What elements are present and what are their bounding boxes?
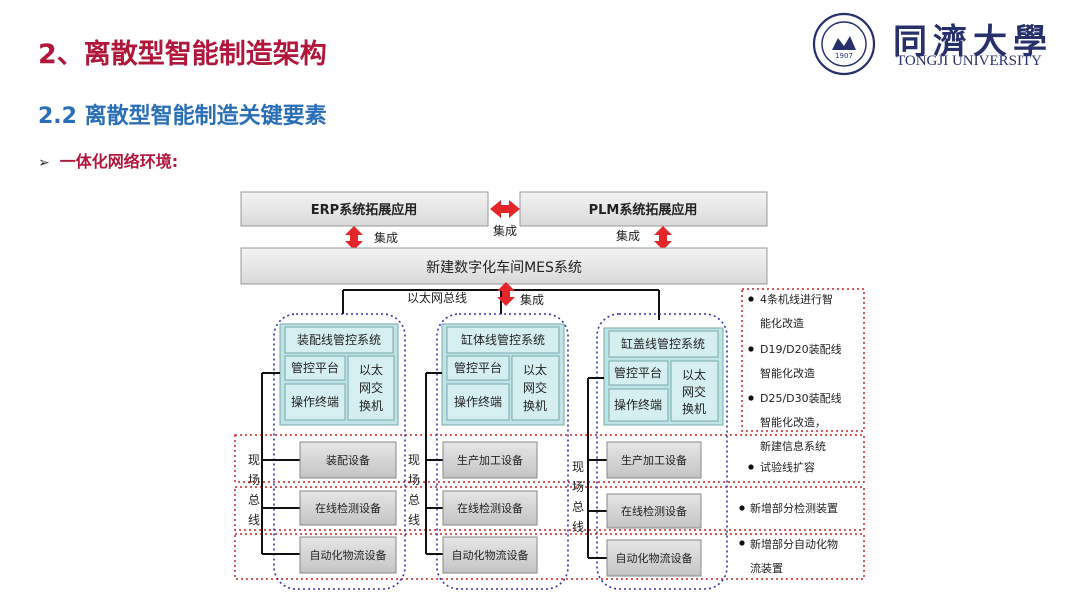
line-2-group: 缸体线管控系统 管控平台 操作终端 以太 网交 换机 现 场 总 线 生产加工设… (408, 313, 569, 590)
line-1-device-1: 装配设备 (326, 453, 370, 467)
integrate-right-label: 集成 (616, 228, 640, 243)
band-logistics (234, 533, 865, 580)
note-bottom: 新增部分自动化物 流装置 (739, 537, 838, 575)
mes-label: 新建数字化车间MES系统 (426, 259, 582, 276)
notes-top-frame (741, 288, 865, 432)
logo-name-en: TONGJI UNIVERSITY (896, 53, 1042, 69)
logo-name-cn: 同濟大學 (893, 22, 1053, 62)
bullet-point: ➢ 一体化网络环境: (38, 148, 178, 172)
university-seal-icon: 1907 (812, 12, 876, 76)
svg-text:线: 线 (248, 513, 260, 527)
svg-text:网交: 网交 (682, 384, 706, 399)
section-subtitle: 2.2 离散型智能制造关键要素 (38, 104, 327, 129)
svg-text:智能化改造，: 智能化改造， (760, 415, 826, 429)
svg-text:场: 场 (408, 473, 420, 487)
svg-text:换机: 换机 (523, 399, 547, 413)
integrate-bus-label: 集成 (520, 292, 544, 307)
line-3-platform: 管控平台 (614, 365, 662, 380)
ethernet-bus-label: 以太网总线 (407, 290, 467, 305)
svg-text:新增部分自动化物: 新增部分自动化物 (750, 537, 838, 551)
svg-text:现: 现 (248, 453, 260, 467)
svg-text:场: 场 (248, 473, 260, 487)
line-3-device-3: 自动化物流设备 (616, 551, 693, 565)
svg-text:流装置: 流装置 (750, 561, 783, 575)
double-arrow-vertical-icon (654, 226, 672, 250)
double-arrow-vertical-icon (497, 282, 515, 306)
double-arrow-horizontal-icon (490, 200, 520, 218)
svg-text:以太: 以太 (523, 362, 547, 377)
page-title: 2、离散型智能制造架构 (38, 39, 327, 70)
svg-text:新增部分检测装置: 新增部分检测装置 (750, 501, 838, 515)
line-1-device-3: 自动化物流设备 (310, 548, 387, 562)
mes-box (240, 247, 768, 285)
svg-text:现: 现 (408, 453, 420, 467)
svg-text:网交: 网交 (523, 380, 547, 395)
seal-year: 1907 (835, 52, 853, 60)
line-3-terminal: 操作终端 (614, 397, 662, 412)
line-2-terminal: 操作终端 (454, 394, 502, 409)
line-2-device-3: 自动化物流设备 (452, 548, 529, 562)
architecture-diagram: ERP系统拓展应用 PLM系统拓展应用 集成 集成 集成 新建数字化车间MES系… (234, 191, 865, 590)
line-1-platform: 管控平台 (291, 360, 339, 375)
svg-text:D25/D30装配线: D25/D30装配线 (760, 391, 842, 405)
svg-text:D19/D20装配线: D19/D20装配线 (760, 342, 842, 356)
svg-text:换机: 换机 (359, 399, 383, 413)
double-arrow-vertical-icon (345, 226, 363, 250)
integrate-mid-label: 集成 (493, 223, 517, 238)
svg-text:能化改造: 能化改造 (760, 316, 804, 330)
integrate-left-label: 集成 (374, 230, 398, 245)
erp-box (240, 191, 489, 227)
note-mid: 新增部分检测装置 (739, 501, 838, 515)
svg-text:以太: 以太 (682, 367, 706, 382)
line-1-title: 装配线管控系统 (297, 332, 381, 347)
svg-text:场: 场 (572, 480, 584, 494)
svg-text:总: 总 (572, 500, 584, 514)
band-inspection (234, 486, 865, 531)
svg-text:以太: 以太 (359, 362, 383, 377)
plm-box (519, 191, 768, 227)
line-3-device-2: 在线检测设备 (621, 504, 687, 518)
svg-text:总: 总 (248, 493, 260, 507)
chevron-right-icon: ➢ (38, 155, 50, 171)
svg-text:线: 线 (408, 513, 420, 527)
svg-text:智能化改造: 智能化改造 (760, 366, 815, 380)
svg-text:线: 线 (572, 520, 584, 534)
svg-text:网交: 网交 (359, 380, 383, 395)
svg-text:换机: 换机 (682, 402, 706, 416)
line-3-device-1: 生产加工设备 (621, 453, 687, 467)
line-3-group: 缸盖线管控系统 管控平台 操作终端 以太 网交 换机 现 场 总 线 生产加工设… (572, 313, 728, 590)
line-2-title: 缸体线管控系统 (461, 332, 545, 347)
line-3-title: 缸盖线管控系统 (621, 336, 705, 351)
line-2-device-1: 生产加工设备 (457, 453, 523, 467)
erp-label: ERP系统拓展应用 (311, 202, 417, 218)
line-1-terminal: 操作终端 (291, 394, 339, 409)
band-production (234, 434, 865, 483)
notes-top: 4条机线进行智 能化改造 D19/D20装配线 智能化改造 D25/D30装配线… (748, 292, 842, 474)
bullet-text: 一体化网络环境: (59, 152, 179, 171)
svg-text:现: 现 (572, 460, 584, 474)
svg-text:新建信息系统: 新建信息系统 (760, 439, 826, 453)
line-1-device-2: 在线检测设备 (315, 501, 381, 515)
svg-text:试验线扩容: 试验线扩容 (760, 460, 815, 474)
svg-text:4条机线进行智: 4条机线进行智 (760, 292, 833, 306)
line-2-device-2: 在线检测设备 (457, 501, 523, 515)
svg-text:总: 总 (408, 493, 420, 507)
line-2-platform: 管控平台 (454, 360, 502, 375)
plm-label: PLM系统拓展应用 (589, 202, 698, 218)
line-1-group: 装配线管控系统 管控平台 操作终端 以太 网交 换机 现 场 总 线 装配设备 … (248, 313, 406, 590)
